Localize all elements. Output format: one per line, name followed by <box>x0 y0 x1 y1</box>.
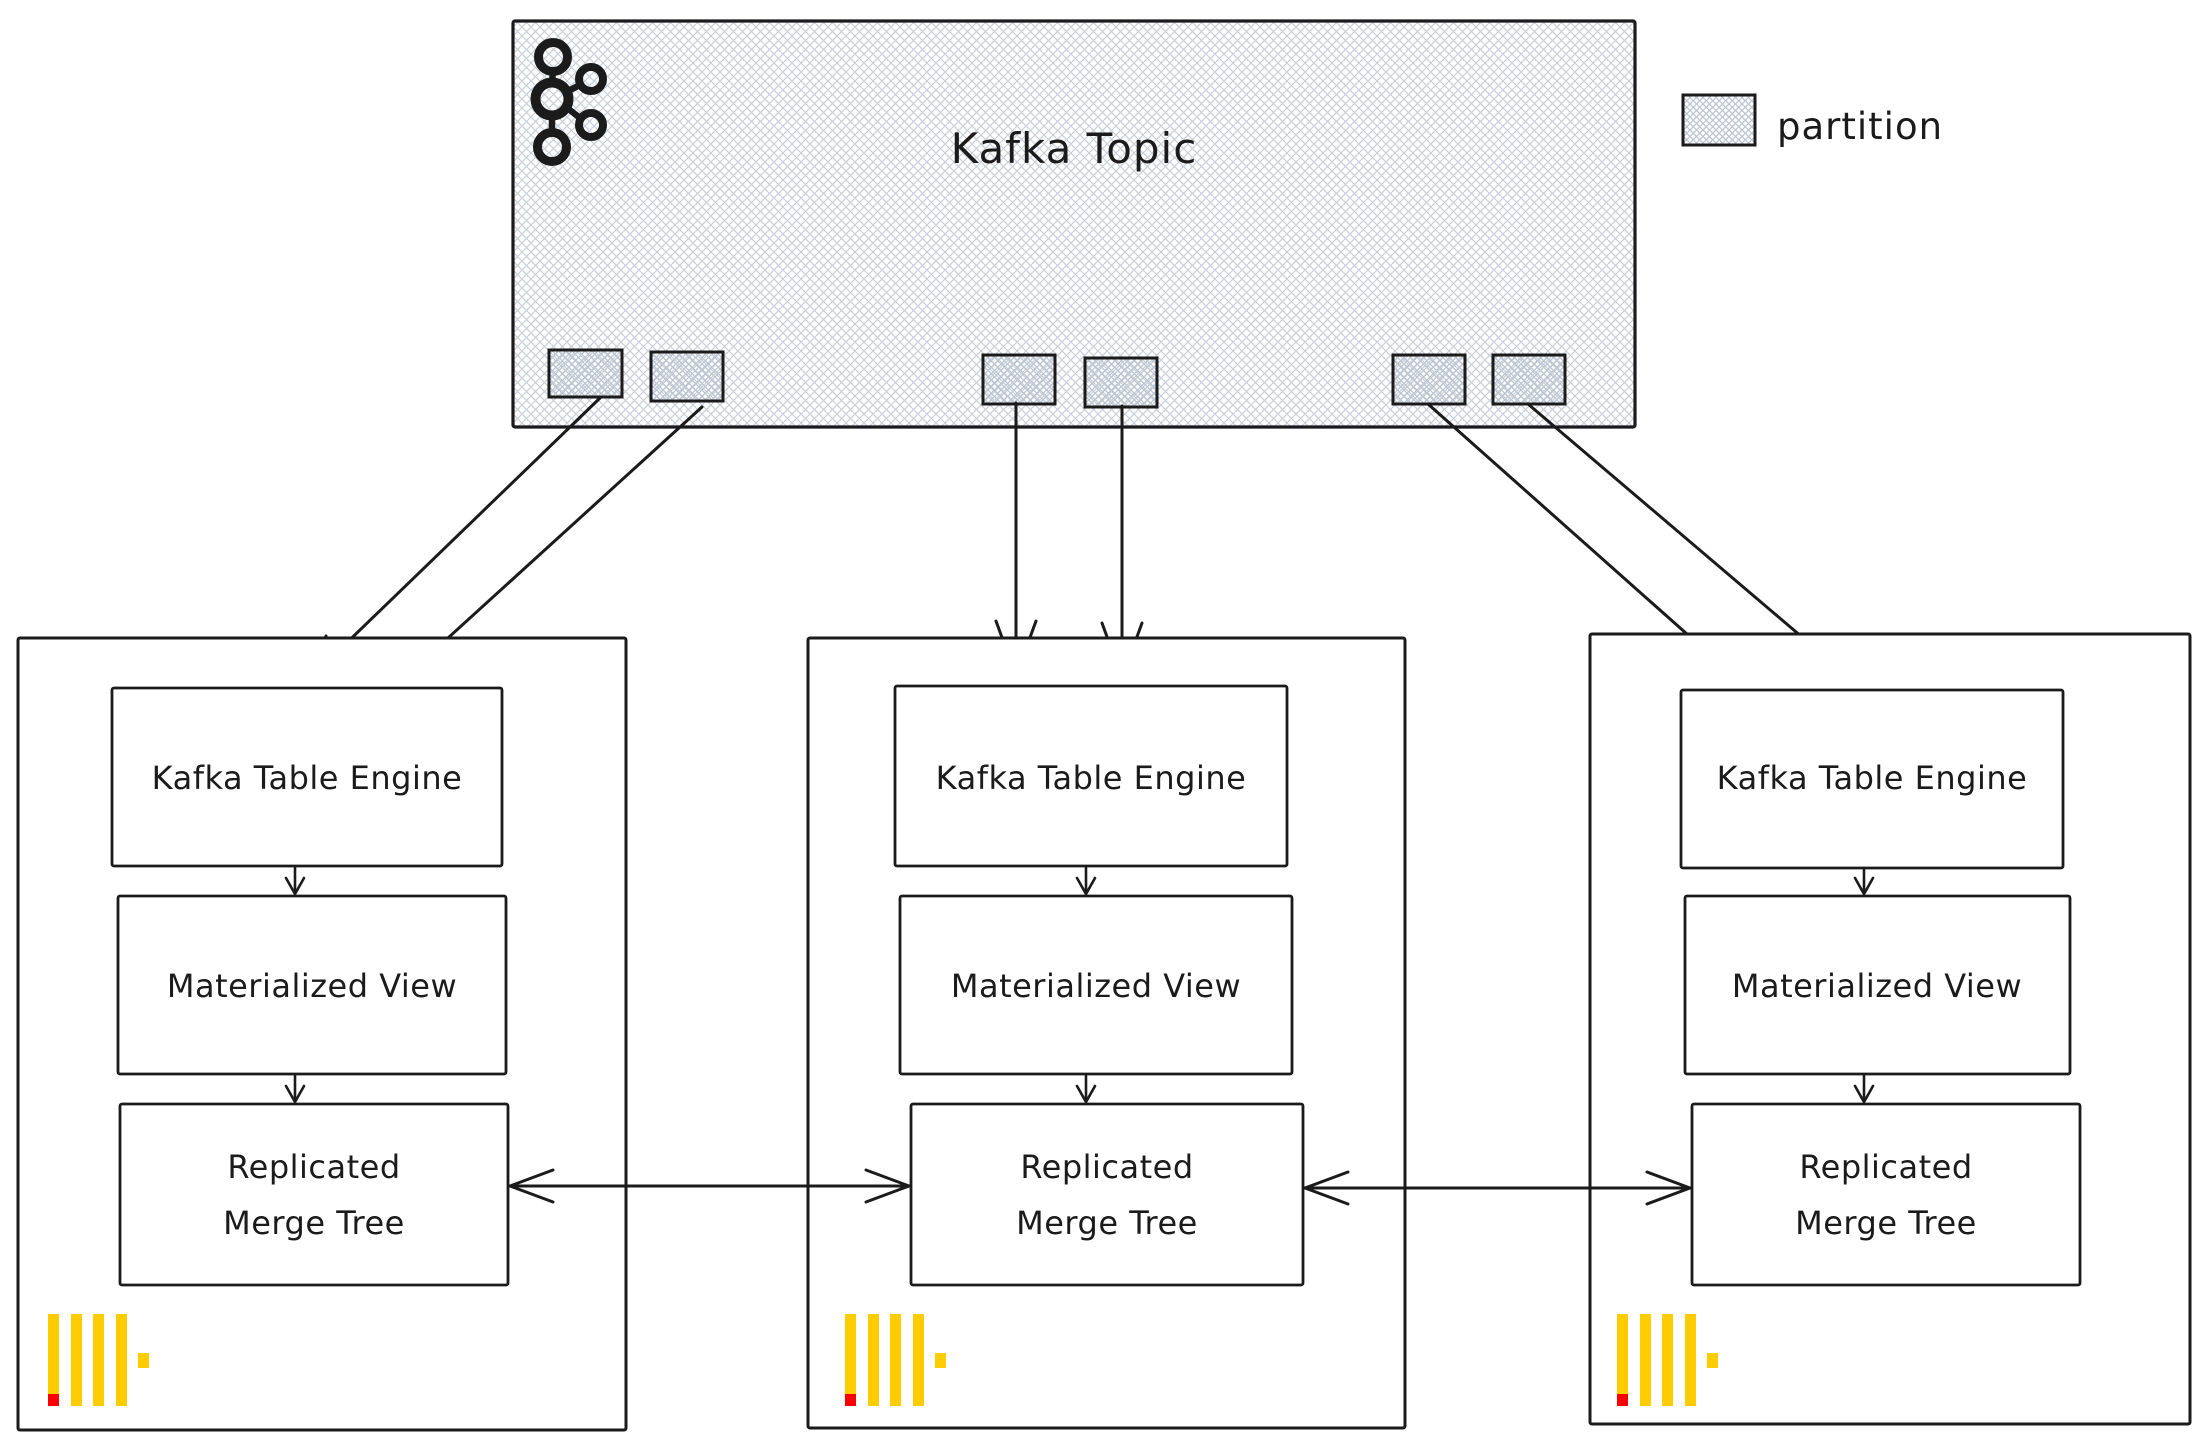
clickhouse-logo-icon <box>845 1314 946 1406</box>
clickhouse-bar <box>845 1314 856 1394</box>
legend-label: partition <box>1777 105 1943 148</box>
arrowhead <box>1645 1170 1692 1206</box>
clickhouse-bar <box>1640 1314 1651 1406</box>
arrowhead <box>1853 876 1875 896</box>
replicated-merge-tree-label-line2: Merge Tree <box>223 1204 405 1242</box>
node-3: Kafka Table Engine Materialized View Rep… <box>1588 632 2192 1426</box>
clickhouse-bar <box>1617 1314 1628 1394</box>
legend-partition-swatch <box>1681 93 1757 147</box>
replicated-merge-tree-label-line2: Merge Tree <box>1016 1204 1198 1242</box>
node-2: Kafka Table Engine Materialized View Rep… <box>806 636 1407 1430</box>
clickhouse-bar <box>868 1314 879 1406</box>
clickhouse-red-dot <box>845 1394 856 1406</box>
replicated-merge-tree-label-line1: Replicated <box>1020 1148 1193 1186</box>
kafka-table-engine-box <box>893 684 1289 868</box>
node-internal-arrows <box>284 866 306 1104</box>
replicated-merge-tree-box <box>909 1102 1305 1287</box>
kafka-table-engine-label: Kafka Table Engine <box>152 759 463 797</box>
kafka-table-engine-label: Kafka Table Engine <box>1717 759 2028 797</box>
replication-arrows <box>508 1168 1692 1206</box>
arrowhead <box>284 1084 306 1104</box>
replicated-merge-tree-label-line1: Replicated <box>1799 1148 1972 1186</box>
clickhouse-bar-short <box>1707 1353 1718 1368</box>
kafka-table-engine-box <box>110 686 504 868</box>
partition <box>547 348 624 399</box>
partition <box>981 353 1057 406</box>
partition <box>1491 353 1567 406</box>
clickhouse-bar <box>1662 1314 1673 1406</box>
partition <box>1083 356 1159 409</box>
clickhouse-red-dot <box>1617 1394 1628 1406</box>
kafka-topic-title: Kafka Topic <box>951 124 1198 173</box>
replicated-merge-tree-label-line1: Replicated <box>227 1148 400 1186</box>
clickhouse-bar <box>93 1314 104 1406</box>
clickhouse-bar-short <box>138 1353 149 1368</box>
partition <box>649 350 725 403</box>
kafka-topic-box: Kafka Topic <box>511 19 1637 429</box>
materialized-view-box <box>898 894 1294 1076</box>
arrowhead <box>1853 1084 1875 1104</box>
legend: partition <box>1681 93 1943 148</box>
arrowhead <box>1303 1170 1350 1206</box>
clickhouse-red-dot <box>48 1394 59 1406</box>
node-internal-arrows <box>1853 866 1875 1104</box>
clickhouse-bar <box>890 1314 901 1406</box>
clickhouse-bar-short <box>935 1353 946 1368</box>
node-internal-arrows <box>1075 866 1097 1104</box>
arrowhead <box>864 1168 911 1204</box>
materialized-view-box <box>116 894 508 1076</box>
clickhouse-bar <box>913 1314 924 1406</box>
arrowhead <box>284 876 306 896</box>
arrowhead <box>1075 1084 1097 1104</box>
kafka-table-engine-label: Kafka Table Engine <box>936 759 1247 797</box>
materialized-view-label: Materialized View <box>1732 967 2022 1005</box>
clickhouse-logo-icon <box>48 1314 149 1406</box>
arrowhead <box>508 1168 555 1204</box>
topic-partitions <box>547 348 1567 409</box>
kafka-table-engine-box <box>1679 688 2065 870</box>
clickhouse-bar <box>48 1314 59 1394</box>
clickhouse-logo-icon <box>1617 1314 1718 1406</box>
materialized-view-label: Materialized View <box>167 967 457 1005</box>
materialized-view-box <box>1683 894 2072 1076</box>
replicated-merge-tree-box <box>1690 1102 2082 1287</box>
replicated-merge-tree-box <box>118 1102 510 1287</box>
materialized-view-label: Materialized View <box>951 967 1241 1005</box>
arrowhead <box>1075 876 1097 896</box>
clickhouse-bar <box>71 1314 82 1406</box>
kafka-logo-icon <box>530 38 607 166</box>
kafka-topic-rect <box>511 19 1637 429</box>
clickhouse-bar <box>1685 1314 1696 1406</box>
clickhouse-bar <box>116 1314 127 1406</box>
node-1: Kafka Table Engine Materialized View Rep… <box>16 636 628 1432</box>
replicated-merge-tree-label-line2: Merge Tree <box>1795 1204 1977 1242</box>
partition <box>1391 353 1467 406</box>
